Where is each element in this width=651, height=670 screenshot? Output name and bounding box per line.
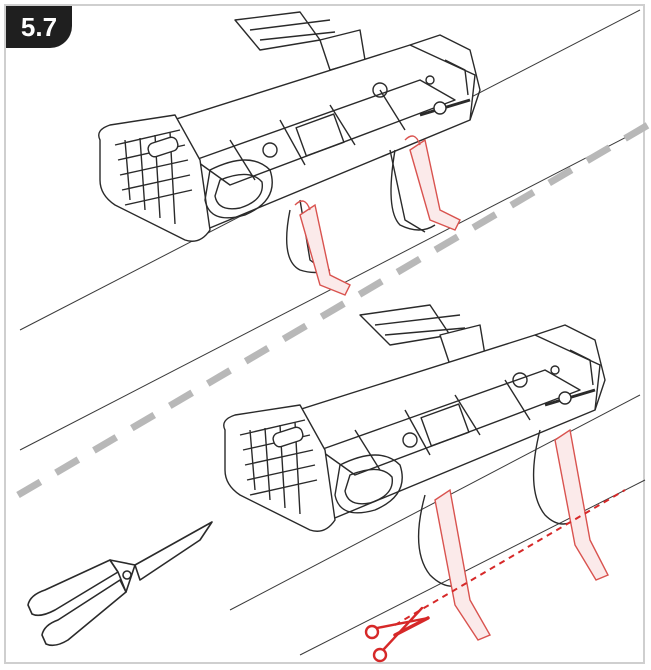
- strap-bottom: [434, 428, 609, 641]
- pliers-icon: [27, 521, 213, 647]
- strap-top: [294, 135, 461, 296]
- dashed-lane: [16, 121, 650, 499]
- carrier-unit-top: [98, 11, 481, 276]
- figure-frame: [4, 4, 645, 664]
- scissors-icon: [364, 606, 430, 663]
- cut-line: [394, 489, 626, 626]
- roof-line-2: [19, 129, 641, 451]
- step-badge: 5.7: [6, 6, 72, 48]
- roof-line-3: [299, 479, 646, 656]
- carrier-unit-bottom: [223, 304, 606, 587]
